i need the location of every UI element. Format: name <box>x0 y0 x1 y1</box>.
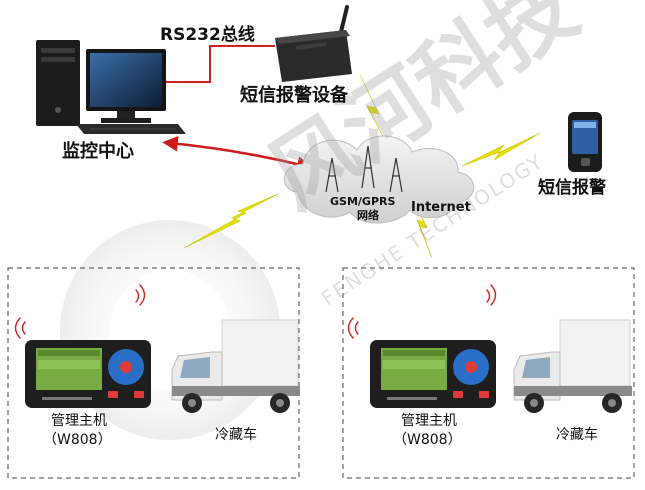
rs232-bus-label: RS232总线 <box>160 25 255 45</box>
host-name-label: 管理主机 <box>401 413 457 429</box>
refrigerated-truck-icon <box>171 319 300 413</box>
host-device-icon <box>25 340 151 408</box>
monitoring-pc-icon <box>36 40 186 134</box>
sms-alarm-label: 短信报警 <box>538 178 606 198</box>
lightning-cloud-phone <box>461 132 541 167</box>
refrigerated-truck-icon <box>513 319 632 413</box>
rs232-bus-line <box>165 45 275 83</box>
host-device-icon <box>370 340 496 408</box>
cloud-icon <box>283 135 475 224</box>
signal-tower-icon <box>325 145 403 193</box>
truck-label: 冷藏车 <box>556 427 598 443</box>
network-label-line2: 网络 <box>357 209 379 222</box>
host-name-label: 管理主机 <box>51 413 107 429</box>
lightning-right-truck <box>413 199 433 259</box>
monitor-center-label: 监控中心 <box>62 141 134 162</box>
signal-waves-icon <box>14 284 146 339</box>
host-model-label: （W808） <box>393 432 462 448</box>
site-box-right <box>342 267 635 479</box>
sms-device-label: 短信报警设备 <box>240 85 348 106</box>
truck-label: 冷藏车 <box>215 427 257 443</box>
mobile-phone-icon <box>568 112 602 172</box>
sms-alarm-device-icon <box>275 5 352 82</box>
site-box-left <box>7 267 300 479</box>
internet-label: Internet <box>411 200 471 215</box>
signal-waves-icon <box>347 284 497 339</box>
network-label-line1: GSM/GPRS <box>330 195 396 208</box>
host-model-label: （W808） <box>43 432 112 448</box>
control-link-arrow <box>162 136 313 172</box>
lightning-left-truck <box>183 193 279 249</box>
